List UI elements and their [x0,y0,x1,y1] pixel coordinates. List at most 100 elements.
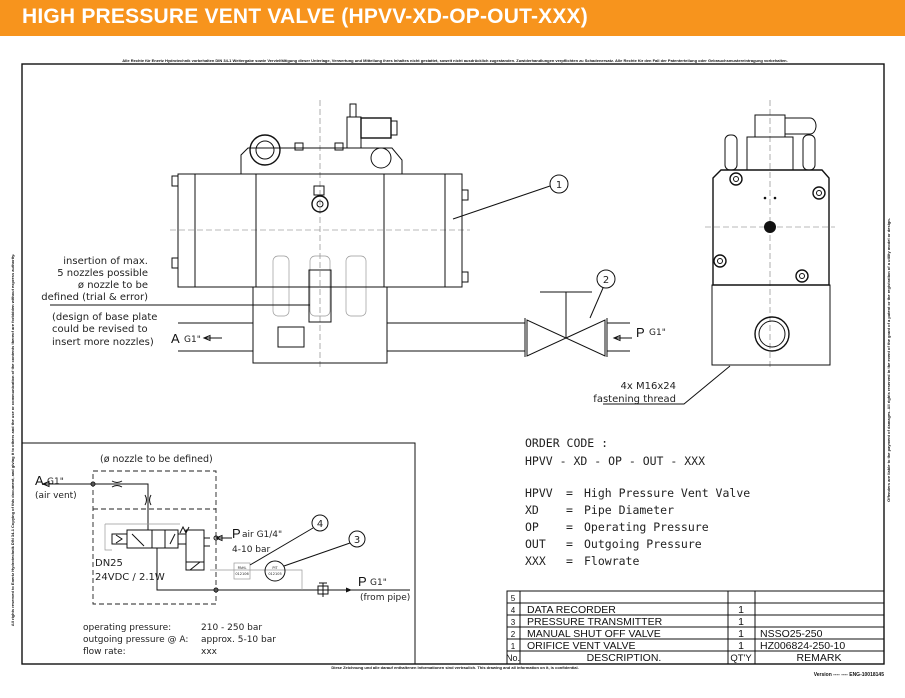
note-nozzles-4: defined (trial & error) [41,292,148,303]
pahl-id: 012106 [235,572,248,576]
balloon-4-label: 4 [317,519,323,530]
code-abbr: OP [525,520,539,534]
pressure-transmitter-symbol [264,560,286,582]
arrow-left-icon [346,587,352,593]
a-port-size: G1" [47,477,64,487]
row-qty: 1 [738,616,744,628]
fastening-note-2: fastening thread [593,394,676,405]
spec-value: approx. 5-10 bar [201,635,276,645]
nozzle-note: (ø nozzle to be defined) [100,454,213,465]
spec-label: operating pressure: [83,623,171,633]
p-pipe-label: P [358,574,367,589]
table-row: 3 PRESSURE TRANSMITTER 1 [511,616,744,628]
p-air-label: P [232,526,241,541]
row-no: 2 [511,630,516,639]
code-desc: Outgoing Pressure [584,537,702,551]
port-p-label: P [636,325,645,340]
row-no: 3 [511,618,516,627]
header-qty: QT'Y [730,653,752,664]
row-desc: MANUAL SHUT OFF VALVE [527,628,661,640]
row-no: 4 [511,606,516,615]
code-desc: Operating Pressure [584,520,709,534]
hydraulic-schematic: (ø nozzle to be defined) A G1" (air vent… [22,442,416,664]
p-air-range: 4-10 bar [232,545,271,555]
code-desc: Pipe Diameter [584,503,674,517]
row-qty: 1 [738,604,744,616]
spec-label: flow rate: [83,647,126,657]
shut-off-valve-symbol: 2 P G1" [524,269,666,357]
legal-top: Alle Rechte für Enertz Hydrotechnik vorb… [122,58,787,63]
row-qty: 1 [738,640,744,652]
header-desc: DESCRIPTION. [587,652,662,664]
row-no: 1 [511,642,516,651]
note-base-3: insert more nozzles) [52,337,154,348]
fastening-note-1: 4x M16x24 [621,381,676,392]
filter-icon [317,582,329,597]
code-eq: = [566,520,573,534]
code-desc: High Pressure Vent Valve [584,486,750,500]
dn-label: DN25 [95,558,123,569]
pahl-label: PAHL [238,566,247,570]
page-title: HIGH PRESSURE VENT VALVE (HPVV-XD-OP-OUT… [22,5,588,28]
code-eq: = [566,537,573,551]
row-desc: PRESSURE TRANSMITTER [527,616,663,628]
title-banner: HIGH PRESSURE VENT VALVE (HPVV-XD-OP-OUT… [0,0,905,36]
port-a-label: A [171,331,180,346]
note-base-1: (design of base plate [52,312,157,323]
code-eq: = [566,503,573,517]
order-code: ORDER CODE : HPVV - XD - OP - OUT - XXX … [525,436,750,568]
note-nozzles-3: ø nozzle to be [78,280,148,291]
arrow-left-icon [202,334,222,342]
table-row: 2 MANUAL SHUT OFF VALVE 1 NSSO25-250 [511,628,823,640]
port-a-size: G1" [184,335,201,345]
code-abbr: OUT [525,537,546,551]
version-label: Version ---- ---- ENG-10018145 [814,672,885,678]
code-abbr: XXX [525,554,546,568]
code-abbr: XD [525,503,539,517]
row-desc: ORIFICE VENT VALVE [527,640,636,652]
table-row: 4 DATA RECORDER 1 [511,604,744,616]
arrow-left-icon [612,334,632,342]
p-pipe-desc: (from pipe) [360,593,410,603]
note-nozzles-1: insertion of max. [63,256,148,267]
a-port-label: A [35,473,44,488]
table-header: No. DESCRIPTION. QT'Y REMARK [506,652,841,664]
table-row: 1 ORIFICE VENT VALVE 1 HZ006824-250-10 [511,640,846,652]
balloon-4 [311,514,329,532]
row-no: 5 [511,594,516,603]
balloon-1 [549,174,569,194]
parts-table: 5 4 DATA RECORDER 1 3 PRESSURE TRANSMITT… [506,590,885,665]
row-remark: HZ006824-250-10 [760,640,845,652]
code-eq: = [566,554,573,568]
pit-label: PIT [272,566,278,570]
code-abbr: HPVV [525,486,553,500]
order-code-value: HPVV - XD - OP - OUT - XXX [525,454,705,468]
balloon-2-label: 2 [603,275,609,286]
drawing-frame [21,63,885,665]
header-no: No. [506,653,520,663]
order-code-heading: ORDER CODE : [525,436,608,450]
balloon-3 [348,530,366,548]
pit-id: 012105 [268,572,281,576]
row-remark: NSSO25-250 [760,628,823,640]
legal-right: Offenders are liable to the payment of d… [886,218,891,502]
note-base-2: could be revised to [52,324,148,335]
power-label: 24VDC / 2.1W [95,572,165,583]
p-air-size: air G1/4" [242,530,282,540]
side-view: 4x M16x24 fastening thread [593,100,835,405]
a-port-desc: (air vent) [35,491,77,501]
legal-left: All rights reserved to Enertz Hydrotechn… [10,254,15,626]
row-desc: DATA RECORDER [527,604,616,616]
note-nozzles-2: 5 nozzles possible [57,268,148,279]
spec-value: 210 - 250 bar [201,623,262,633]
balloon-1-label: 1 [556,180,562,191]
balloon-3-label: 3 [354,535,360,546]
p-pipe-size: G1" [370,578,387,588]
code-desc: Flowrate [584,554,639,568]
row-qty: 1 [738,628,744,640]
table-row: 5 [511,594,516,603]
legal-bottom: Diese Zeichnung und alle darauf enthalte… [331,665,578,670]
front-view: insertion of max. 5 nozzles possible ø n… [41,100,569,370]
